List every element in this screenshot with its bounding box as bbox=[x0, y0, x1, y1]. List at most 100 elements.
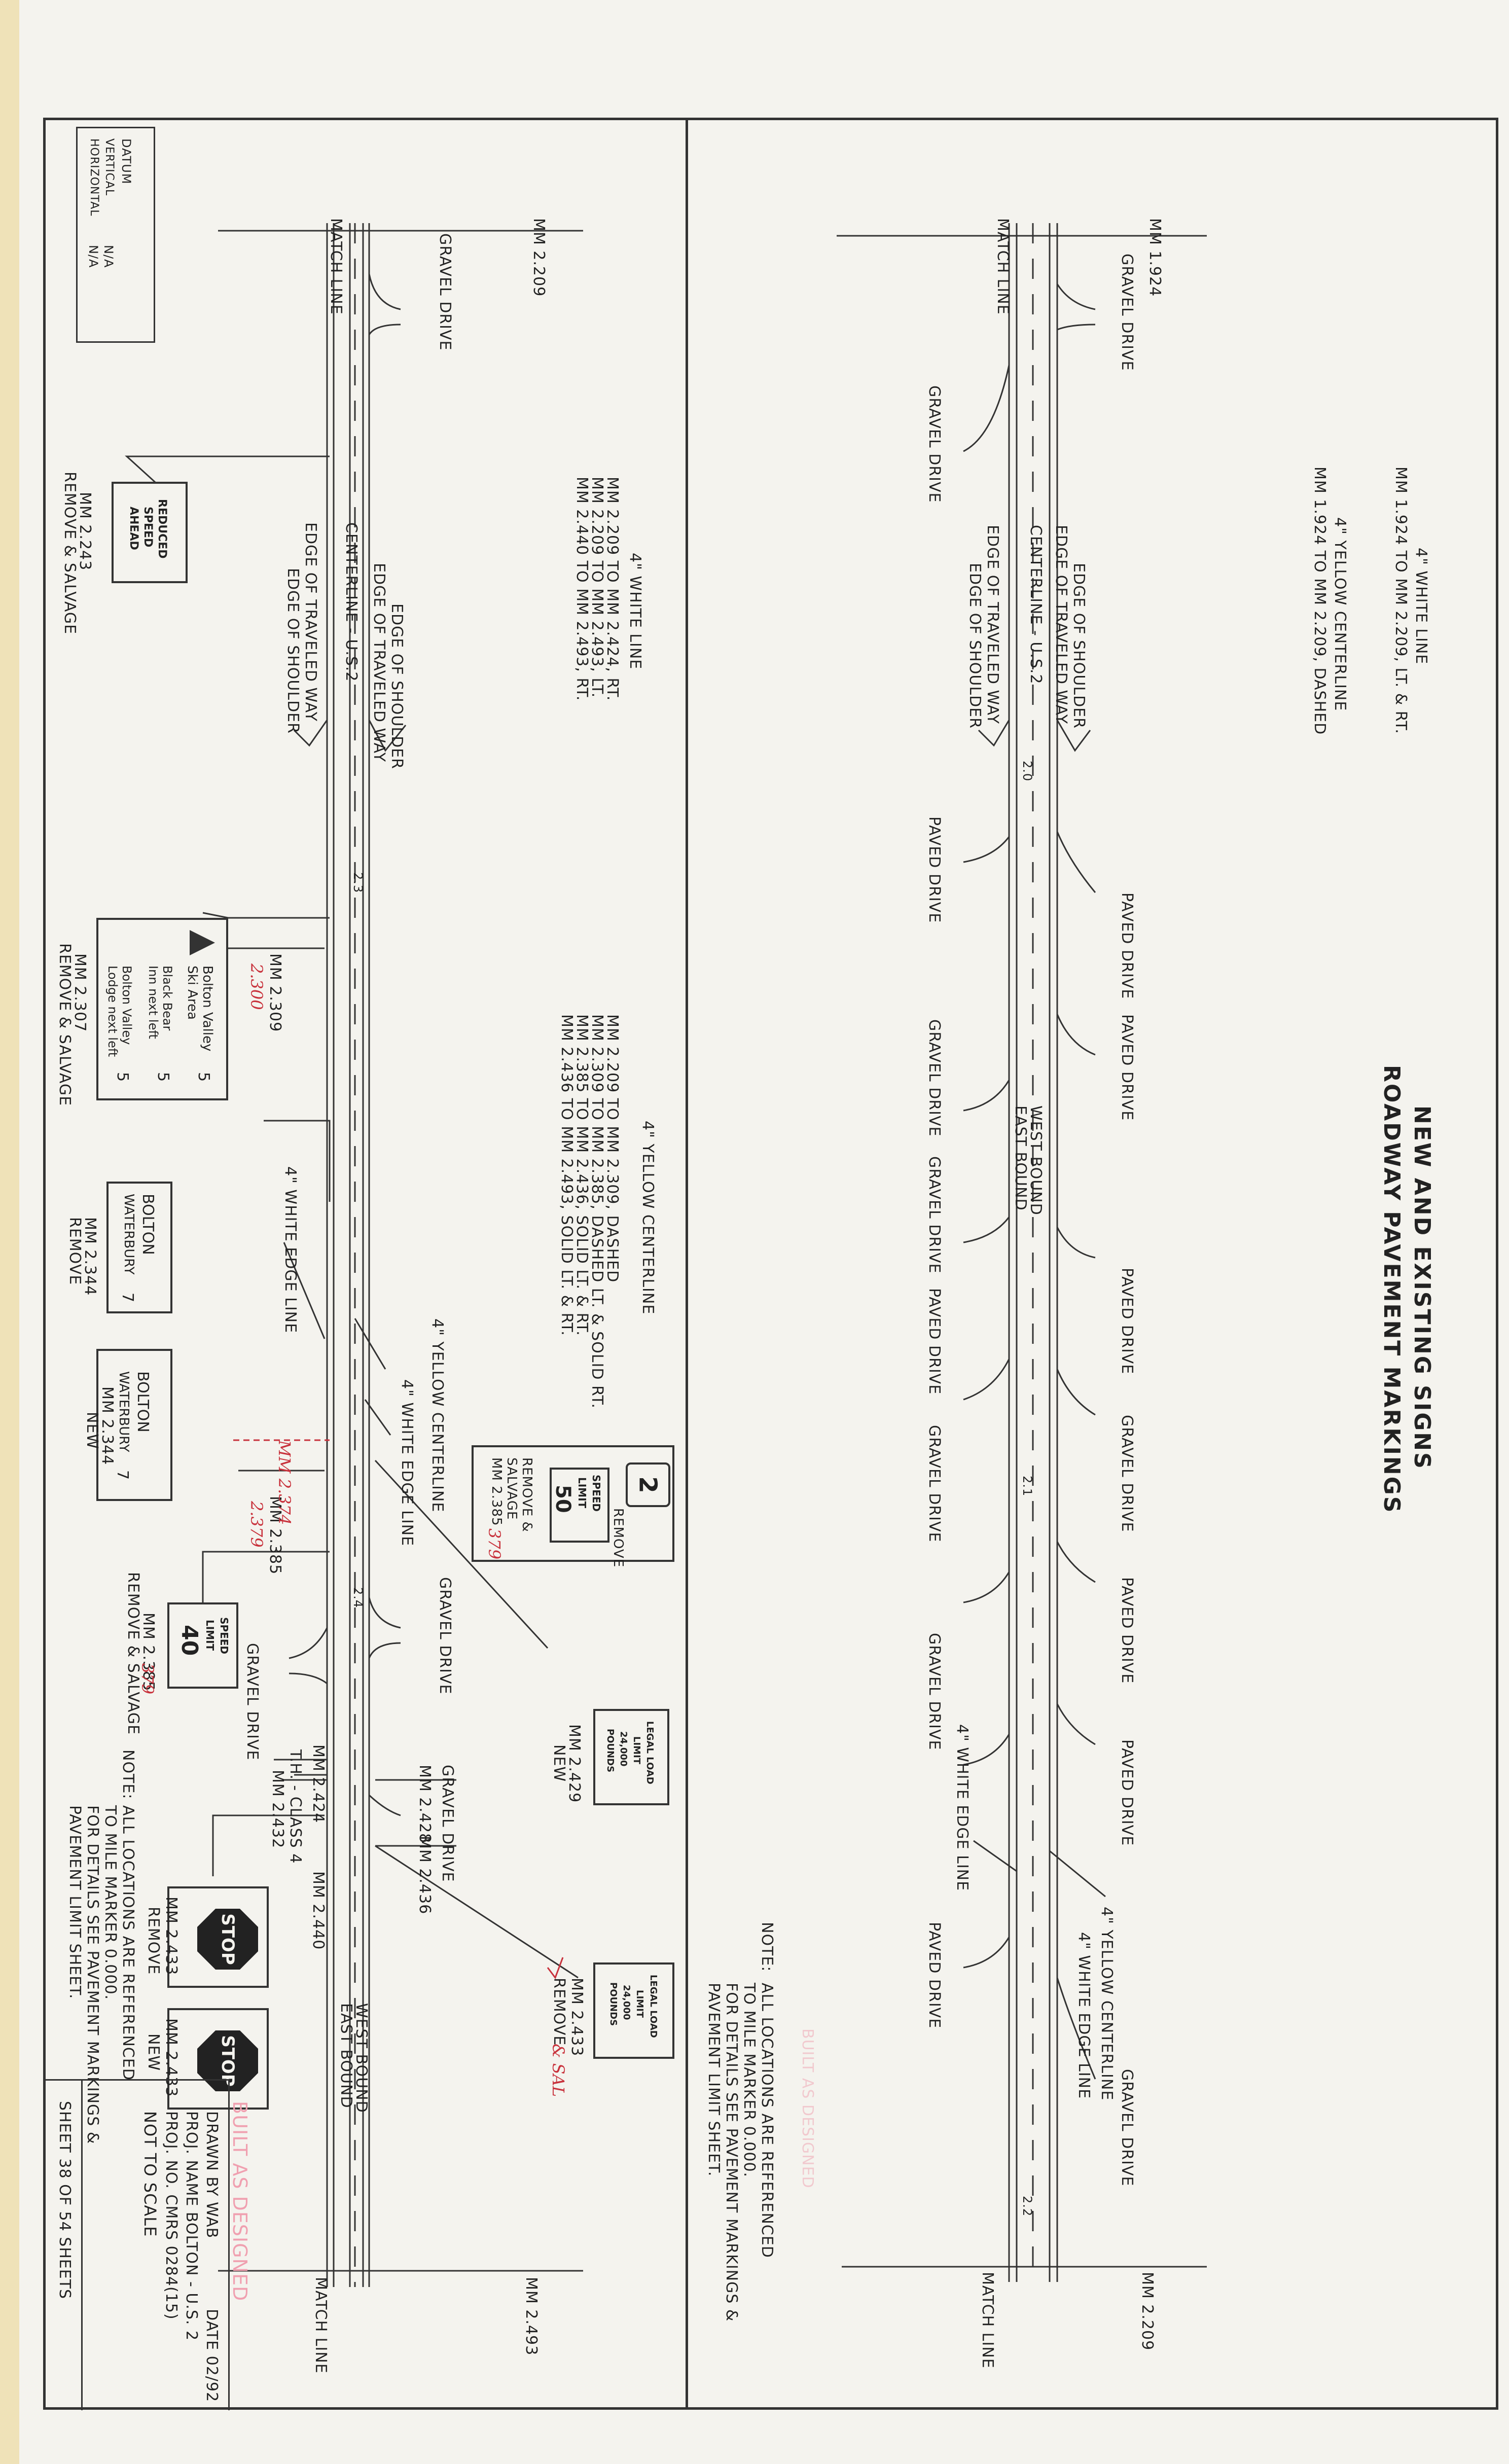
lp-mm-2432: MM 2.432 bbox=[269, 1770, 286, 1849]
lp-speed40-sign: SPEED LIMIT 40 bbox=[167, 1602, 238, 1689]
rp-match-bottom: MATCH LINE bbox=[979, 2272, 996, 2369]
rp-mm-bottom: MM 2.209 bbox=[1138, 2272, 1156, 2351]
lp-speed40-l2: LIMIT bbox=[204, 1620, 216, 1651]
rp-match-top: MATCH LINE bbox=[994, 218, 1012, 315]
rp-station-20: 2.0 bbox=[1020, 761, 1034, 782]
lp-bw-new-n: 7 bbox=[114, 1470, 131, 1480]
rp-legal-load-l2: LIMIT bbox=[634, 1990, 645, 2018]
lp-mm-2309: MM 2.309 bbox=[266, 953, 284, 1032]
lp-red-2309: 2.300 bbox=[247, 963, 266, 1010]
lp-mm-bottom: MM 2.493 bbox=[522, 2277, 540, 2356]
tb-scale: NOT TO SCALE bbox=[140, 2111, 160, 2237]
paper-edge-strip bbox=[0, 0, 19, 2464]
rp-station-22: 2.2 bbox=[1020, 2196, 1034, 2217]
lp-station-23: 2.3 bbox=[351, 872, 365, 894]
lp-stop-remove-box: STOP bbox=[167, 1886, 269, 1988]
tb-drawn: DRAWN BY WAB bbox=[203, 2111, 221, 2239]
lp-bv-mm: MM 2.307 bbox=[71, 953, 89, 1032]
rp-westbound: WEST BOUND bbox=[1027, 1105, 1045, 1216]
lp-speed40-l1: SPEED bbox=[218, 1617, 230, 1654]
lp-speed40-action: REMOVE & SALVAGE bbox=[124, 1572, 142, 1735]
lp-white-edge-r: 4" WHITE EDGE LINE bbox=[398, 1379, 416, 1547]
lp-bv-l6: Lodge next left bbox=[105, 966, 120, 1057]
rp-drive-l-6: GRAVEL DRIVE bbox=[925, 1633, 943, 1751]
rp-legend-yellow-head: 4" YELLOW CENTERLINE bbox=[1331, 517, 1349, 711]
lp-speed50-l2: LIMIT bbox=[576, 1477, 588, 1509]
lp-bv-action: REMOVE & SALVAGE bbox=[56, 943, 74, 1106]
lp-bw-old-l2: WATERBURY bbox=[121, 1194, 136, 1275]
lp-gravel-r2: GRAVEL DRIVE bbox=[439, 1765, 456, 1882]
rp-drive-l-3: GRAVEL DRIVE bbox=[925, 1156, 943, 1274]
lp-us2-action3: SALVAGE bbox=[504, 1457, 519, 1520]
rp-drive-r-1: PAVED DRIVE bbox=[1118, 892, 1136, 999]
lp-ll-l2: LIMIT bbox=[631, 1736, 642, 1765]
rp-note-line-0: ALL LOCATIONS ARE REFERENCED bbox=[758, 1983, 776, 2258]
lp-gravel-r1: GRAVEL DRIVE bbox=[436, 1577, 454, 1695]
lp-match-bottom: MATCH LINE bbox=[312, 2277, 330, 2374]
rp-drive-r-6: PAVED DRIVE bbox=[1118, 1739, 1136, 1846]
lp-legend-yellow-1: MM 2.309 TO MM 2.385, DASHED LT. & SOLID… bbox=[588, 1014, 606, 1409]
stop-sign-icon: STOP bbox=[197, 2030, 258, 2091]
rp-drive-r-5: PAVED DRIVE bbox=[1118, 1577, 1136, 1684]
tb-proj-name: PROJ. NAME BOLTON - U.S. 2 bbox=[183, 2111, 200, 2341]
lp-edge-traveled-rt: EDGE OF TRAVELED WAY bbox=[370, 563, 388, 763]
lp-legend-yellow-0: MM 2.209 TO MM 2.309, DASHED bbox=[603, 1014, 621, 1283]
lp-centerline: CENTERLINE - U.S.2 bbox=[342, 522, 360, 682]
mountain-icon bbox=[190, 930, 215, 955]
rp-mm-top: MM 1.924 bbox=[1146, 218, 1164, 297]
rp-legend-white-head: 4" WHITE LINE bbox=[1412, 548, 1430, 665]
rp-edge-shoulder-rt: EDGE OF SHOULDER bbox=[1070, 563, 1088, 729]
lp-mm-2440: MM 2.440 bbox=[309, 1871, 327, 1950]
sheet-title-line2: ROADWAY PAVEMENT MARKINGS bbox=[1379, 1065, 1405, 1514]
lp-bw-new-l1: BOLTON bbox=[134, 1371, 152, 1433]
rp-legal-load-mm: MM 2.433 bbox=[568, 1978, 586, 2057]
lp-reduced-action: REMOVE & SALVAGE bbox=[61, 472, 79, 635]
rp-legal-load-sign: LEGAL LOAD LIMIT 24,000 POUNDS bbox=[593, 1962, 674, 2059]
rp-note-line-1: TO MILE MARKER 0.000. bbox=[740, 1983, 758, 2178]
lp-match-top: MATCH LINE bbox=[327, 218, 345, 315]
lp-reduced-l1: REDUCED bbox=[156, 499, 168, 559]
rp-white-edge: 4" WHITE EDGE LINE bbox=[953, 1724, 971, 1891]
tb-sheet: SHEET 38 OF 54 SHEETS bbox=[56, 2101, 74, 2300]
lp-bw-old-mm: MM 2.344 bbox=[81, 1217, 99, 1296]
lp-gravel-l: GRAVEL DRIVE bbox=[243, 1643, 261, 1761]
lp-bw-old-sign: BOLTON WATERBURY 7 bbox=[106, 1182, 172, 1313]
datum-box: DATUM VERTICAL HORIZONTAL N/A N/A bbox=[76, 127, 155, 343]
rp-station-21: 2.1 bbox=[1020, 1476, 1034, 1497]
lp-us2-action2: REMOVE & bbox=[519, 1457, 534, 1532]
lp-us2-sign: 2 REMOVE SPEED LIMIT 50 REMOVE & SALVAGE… bbox=[472, 1445, 674, 1567]
rp-white-edge-2: 4" WHITE EDGE LINE bbox=[1075, 1932, 1093, 2099]
rp-faint-note: BUILT AS DESIGNED bbox=[799, 2028, 816, 2189]
lp-mm-2436: MM 2.436 bbox=[416, 1836, 434, 1915]
lp-eastbound: EAST BOUND bbox=[337, 2003, 355, 2109]
lp-edge-shoulder-lt: EDGE OF SHOULDER bbox=[284, 568, 302, 734]
lp-yellow-cl: 4" YELLOW CENTERLINE bbox=[428, 1318, 446, 1513]
lp-stop-remove-action: REMOVE bbox=[145, 1907, 162, 1975]
rp-drive-r-0: GRAVEL DRIVE bbox=[1118, 254, 1136, 371]
lp-stop-new-box: STOP bbox=[167, 2008, 269, 2110]
lp-edge-shoulder-rt: EDGE OF SHOULDER bbox=[388, 603, 406, 769]
lp-bv-n3: 5 bbox=[114, 1072, 131, 1082]
rp-centerline: CENTERLINE - U.S.2 bbox=[1027, 525, 1045, 685]
tb-sheet-cell: SHEET 38 OF 54 SHEETS bbox=[46, 2081, 83, 2410]
lp-legend-yellow-2: MM 2.385 TO MM 2.436, SOLID LT. & RT. bbox=[573, 1014, 591, 1336]
rp-drive-r-7: GRAVEL DRIVE bbox=[1118, 2069, 1136, 2187]
lp-stop-new-action: NEW bbox=[145, 2033, 162, 2072]
lp-mm-top: MM 2.209 bbox=[530, 218, 548, 297]
rp-eastbound: EAST BOUND bbox=[1012, 1105, 1029, 1211]
lp-ll-l1: LEGAL LOAD bbox=[644, 1721, 655, 1784]
lp-note-line-0: ALL LOCATIONS ARE REFERENCED bbox=[119, 1805, 137, 2081]
lp-bolton-valley-sign: Bolton Valley Ski Area Black Bear Inn ne… bbox=[96, 918, 228, 1100]
rp-drive-l-7: PAVED DRIVE bbox=[925, 1922, 943, 2029]
lp-westbound: WEST BOUND bbox=[352, 2003, 370, 2113]
rp-edge-traveled-lt: EDGE OF TRAVELED WAY bbox=[984, 525, 1001, 725]
rp-yellow-cl: 4" YELLOW CENTERLINE bbox=[1098, 1907, 1116, 2101]
rp-legal-load-l1: LEGAL LOAD bbox=[648, 1975, 659, 2038]
rp-drive-r-4: GRAVEL DRIVE bbox=[1118, 1415, 1136, 1532]
rp-drive-l-0: GRAVEL DRIVE bbox=[925, 385, 943, 503]
panel-divider bbox=[686, 118, 688, 2410]
lp-bw-new-action: NEW bbox=[83, 1412, 101, 1450]
lp-legend-yellow-3: MM 2.436 TO MM 2.493, SOLID LT. & RT. bbox=[558, 1014, 576, 1336]
rp-legal-load-l4: POUNDS bbox=[608, 1982, 619, 2026]
